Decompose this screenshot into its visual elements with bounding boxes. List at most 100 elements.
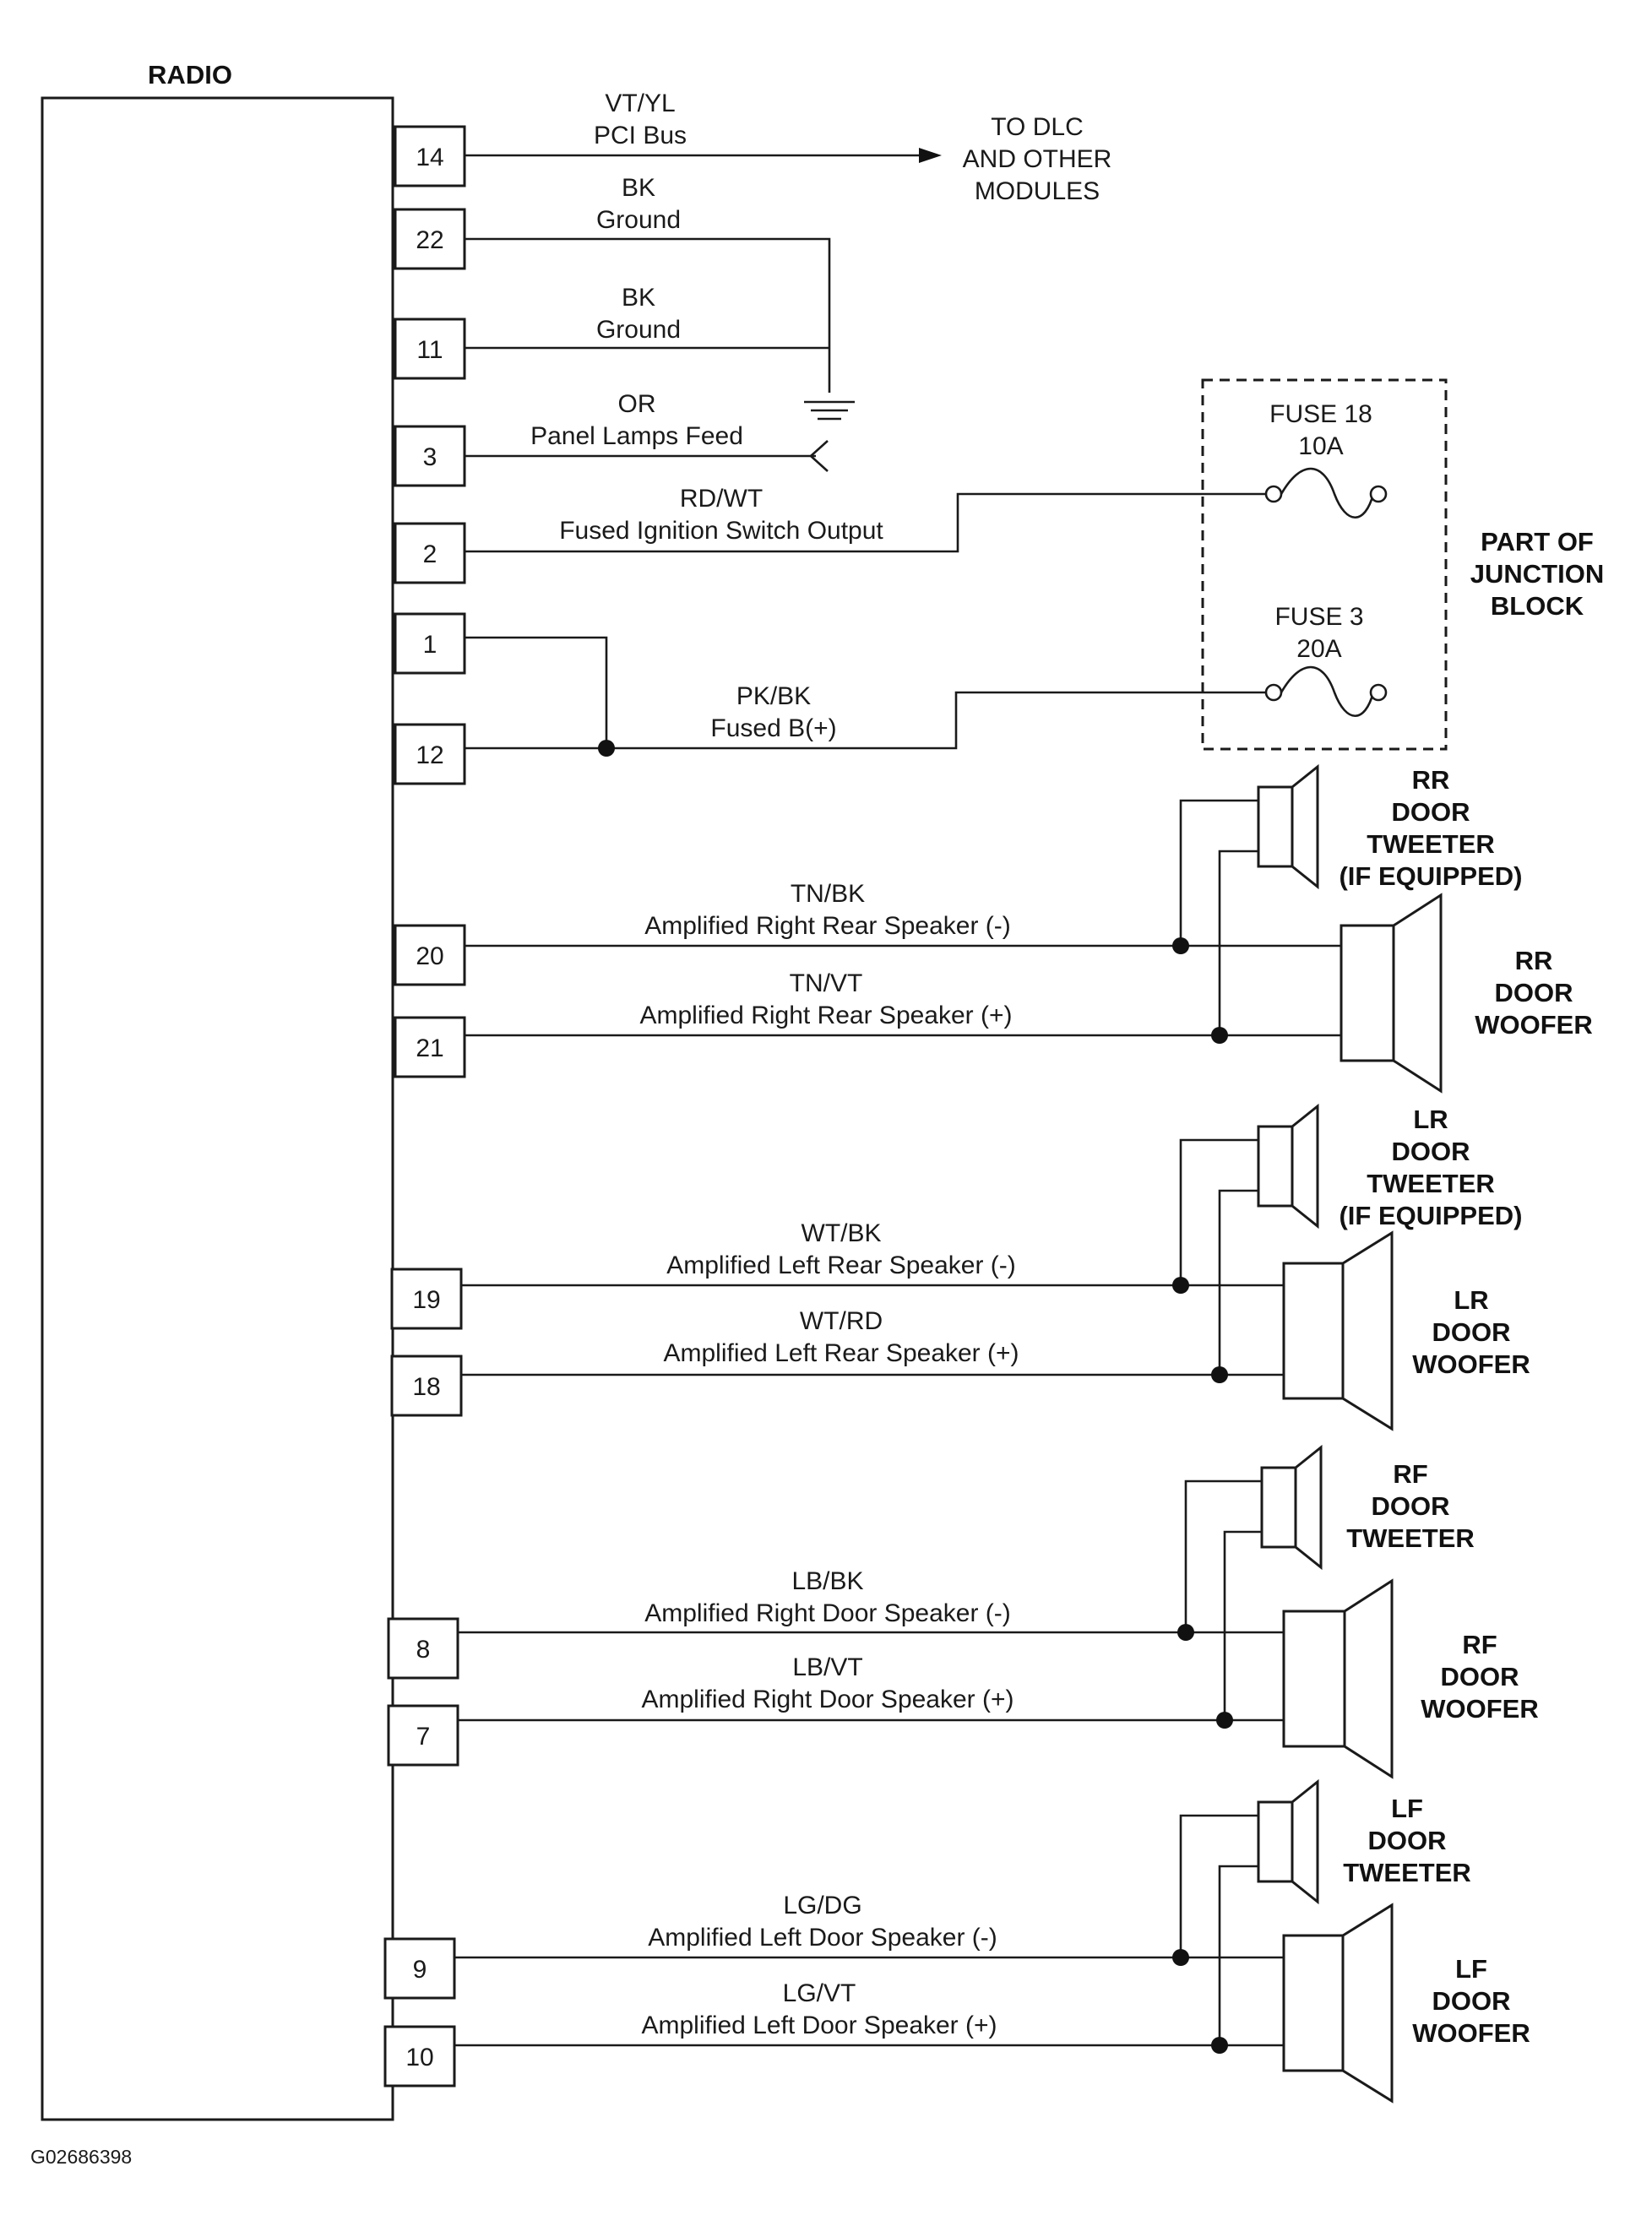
pin-21-label: 21: [416, 1034, 443, 1062]
pin-8: 8: [387, 1617, 459, 1680]
splice-dot: [1172, 1277, 1189, 1294]
wire-3-color: OR: [618, 390, 656, 418]
lr-tweeter: LR DOOR TWEETER (IF EQUIPPED): [1257, 1103, 1523, 1230]
wire-14-desc: PCI Bus: [594, 122, 687, 149]
splice-dot: [1172, 1949, 1189, 1966]
wire-10-color: LG/VT: [783, 1979, 856, 2007]
wire-8-desc: Amplified Right Door Speaker (-): [644, 1599, 1011, 1627]
wire-panel-lamps: OR Panel Lamps Feed: [465, 390, 829, 472]
tweeter-speaker-icon: [1257, 785, 1294, 868]
lf-tweeter-line2: DOOR: [1368, 1826, 1447, 1855]
pin-12: 12: [394, 723, 466, 785]
wire-10-desc: Amplified Left Door Speaker (+): [641, 2012, 997, 2039]
fuse-terminal-icon: [1264, 485, 1283, 503]
rr-woofer-line2: DOOR: [1495, 978, 1573, 1007]
rf-tweeter: RF DOOR TWEETER: [1260, 1444, 1475, 1571]
arrow-icon: [919, 148, 942, 163]
rr-tweeter-line3: TWEETER: [1367, 829, 1495, 859]
pin-2: 2: [394, 522, 466, 584]
wire-7-desc: Amplified Right Door Speaker (+): [641, 1686, 1013, 1713]
radio-body: [41, 96, 394, 2121]
rf-woofer-line1: RF: [1462, 1630, 1497, 1659]
junction-line1: PART OF: [1481, 527, 1594, 556]
fuse-icon: [1280, 665, 1375, 718]
rf-woofer-line2: DOOR: [1441, 1662, 1519, 1691]
pin-18-label: 18: [412, 1373, 440, 1401]
rr-tweeter-line4: (IF EQUIPPED): [1339, 861, 1522, 891]
rf-tweeter-line3: TWEETER: [1346, 1523, 1475, 1553]
pin-9-label: 9: [413, 1956, 427, 1984]
wire-2-desc: Fused Ignition Switch Output: [559, 517, 883, 545]
splice-dot: [1172, 937, 1189, 954]
wire-8-color: LB/BK: [791, 1567, 863, 1595]
lr-tweeter-line1: LR: [1413, 1105, 1448, 1134]
wire-20-desc: Amplified Right Rear Speaker (-): [644, 912, 1011, 940]
pin-1: 1: [394, 612, 466, 675]
splice-dot: [1216, 1712, 1233, 1729]
splice-dot: [1177, 1624, 1194, 1641]
lr-speaker-wiring: WT/BK Amplified Left Rear Speaker (-) WT…: [461, 1138, 1284, 1383]
pin-18: 18: [390, 1355, 463, 1417]
fuse-18-rating: 10A: [1298, 432, 1343, 460]
wire-21-desc: Amplified Right Rear Speaker (+): [639, 1002, 1012, 1029]
tweeter-speaker-icon: [1257, 1125, 1294, 1208]
wire-3-desc: Panel Lamps Feed: [530, 422, 743, 450]
ground-icon: [804, 400, 855, 421]
pin-2-label: 2: [423, 540, 437, 568]
lf-woofer: LF DOOR WOOFER: [1282, 1903, 1530, 2104]
lf-tweeter-line3: TWEETER: [1343, 1858, 1471, 1887]
wire-11-color: BK: [622, 284, 655, 312]
fuse-terminal-icon: [1369, 683, 1388, 702]
pin-12-label: 12: [416, 741, 443, 769]
woofer-speaker-icon: [1282, 1934, 1345, 2072]
pin-14: 14: [394, 125, 466, 187]
pin-22: 22: [394, 208, 466, 270]
wire-20-color: TN/BK: [791, 880, 865, 908]
pin-3: 3: [394, 425, 466, 487]
pin-11-label: 11: [416, 336, 443, 364]
rf-speaker-wiring: LB/BK Amplified Right Door Speaker (-) L…: [458, 1479, 1284, 1729]
lf-tweeter: LF DOOR TWEETER: [1257, 1778, 1471, 1905]
wire-fused-battery: PK/BK Fused B(+): [465, 636, 1265, 757]
rr-tweeter-line2: DOOR: [1392, 797, 1470, 827]
lf-speaker-wiring: LG/DG Amplified Left Door Speaker (-) LG…: [454, 1814, 1284, 2054]
pin-19: 19: [390, 1268, 463, 1330]
lf-tweeter-line1: LF: [1391, 1794, 1423, 1823]
lr-woofer-line3: WOOFER: [1412, 1349, 1530, 1379]
pin-20-label: 20: [416, 942, 443, 970]
rf-woofer-line3: WOOFER: [1421, 1694, 1539, 1724]
rf-tweeter-line1: RF: [1393, 1459, 1427, 1489]
rr-woofer-line1: RR: [1515, 946, 1553, 975]
wire-2-color: RD/WT: [680, 485, 763, 513]
lr-woofer: LR DOOR WOOFER: [1282, 1230, 1530, 1431]
dlc-line3: MODULES: [975, 177, 1100, 205]
rr-woofer: RR DOOR WOOFER: [1340, 893, 1593, 1094]
pin-1-label: 1: [423, 631, 437, 659]
fuse-3-rating: 20A: [1296, 635, 1341, 663]
wire-18-desc: Amplified Left Rear Speaker (+): [663, 1339, 1019, 1367]
connector-icon: [809, 440, 829, 472]
lr-tweeter-line4: (IF EQUIPPED): [1339, 1201, 1522, 1230]
rr-speaker-wiring: TN/BK Amplified Right Rear Speaker (-) T…: [465, 799, 1341, 1044]
tweeter-speaker-icon: [1260, 1466, 1297, 1549]
dlc-line1: TO DLC: [991, 113, 1083, 141]
fuse-3: FUSE 3 20A: [1264, 603, 1388, 718]
pin-7: 7: [387, 1704, 459, 1767]
wire-14-color: VT/YL: [605, 90, 675, 117]
splice-dot: [598, 740, 615, 757]
wire-9-color: LG/DG: [783, 1892, 861, 1919]
rf-tweeter-line2: DOOR: [1372, 1491, 1450, 1521]
splice-dot: [1211, 1027, 1228, 1044]
pin-20: 20: [394, 924, 466, 986]
pin-19-label: 19: [412, 1286, 440, 1314]
rr-tweeter: RR DOOR TWEETER (IF EQUIPPED): [1257, 763, 1523, 891]
wire-21-color: TN/VT: [790, 969, 863, 997]
junction-line2: JUNCTION: [1470, 559, 1604, 589]
pin-14-label: 14: [416, 144, 443, 171]
wire-fused-ignition: RD/WT Fused Ignition Switch Output: [465, 485, 1265, 553]
wire-ground-22: BK Ground: [465, 174, 831, 393]
pin-11: 11: [394, 318, 466, 380]
wire-19-desc: Amplified Left Rear Speaker (-): [666, 1251, 1016, 1279]
lr-woofer-line2: DOOR: [1432, 1317, 1511, 1347]
rf-woofer: RF DOOR WOOFER: [1282, 1578, 1539, 1779]
